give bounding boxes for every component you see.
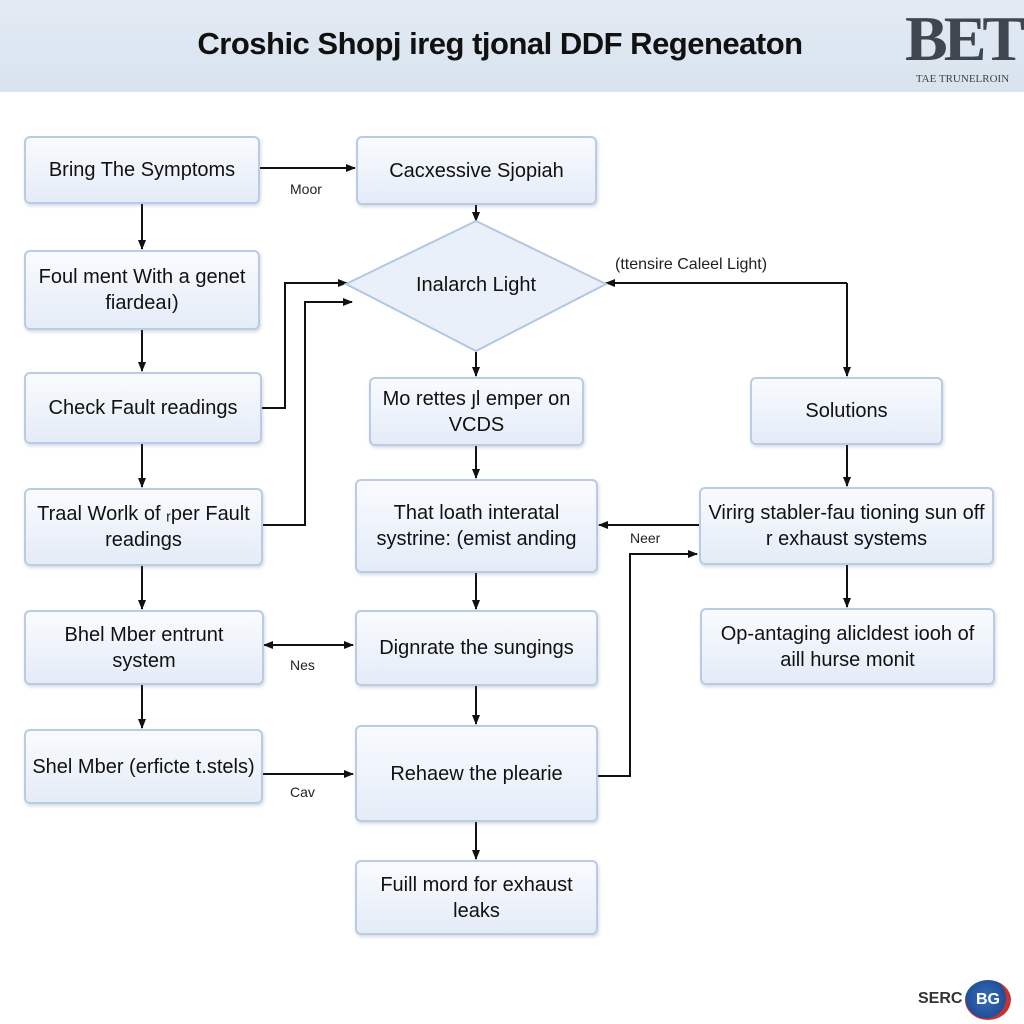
node-rehaew: Rehaew the plearie	[355, 725, 598, 822]
logo-subtitle: TAE TRUNELROIN	[915, 73, 1010, 85]
node-dignrate: Dignrate the sungings	[355, 610, 598, 686]
edge-label-neer: Neer	[630, 530, 661, 546]
node-shel-mber: Shel Mber (erficte t.stels)	[24, 729, 263, 804]
badge-logo: BG	[965, 980, 1011, 1020]
logo-mark: BET	[905, 3, 1024, 74]
badge-text: SERC	[918, 990, 963, 1007]
node-fuill-mord: Fuill mord for exhaust leaks	[355, 860, 598, 935]
decision-diamond	[343, 219, 609, 353]
arrow-rehaew-to-virirg	[598, 550, 698, 777]
node-cacxessive: Cacxessive Sjopiah	[356, 136, 597, 205]
node-mo-rettes: Mo rettes ȷl emper on VCDS	[369, 377, 584, 446]
node-virirg: Virirg stabler-fau tioning sun off r exh…	[699, 487, 994, 565]
edge-label-cav: Cav	[290, 784, 315, 800]
arrow-traal-to-inalarch	[263, 298, 353, 526]
page-title: Croshic Shopj ireg tjonal DDF Regeneaton	[197, 26, 803, 61]
node-foul-ment: Foul ment With a genet fiardeaı)	[24, 250, 260, 330]
edge-label-moor: Moor	[290, 181, 322, 197]
edge-label-tensire: (ttensire Caleel Light)	[615, 256, 768, 273]
node-bring-symptoms: Bring The Symptoms	[24, 136, 260, 204]
edge-label-nes: Nes	[290, 657, 315, 673]
node-solutions: Solutions	[750, 377, 943, 445]
footer-badge: SERC BG	[918, 980, 1018, 1020]
node-inalarch-light: Inalarch Light	[415, 273, 537, 296]
title-banner: Croshic Shopj ireg tjonal DDF Regeneaton…	[0, 0, 1024, 92]
node-traal-work: Traal Worlk of ᵣper Fault readings	[24, 488, 263, 566]
node-check-fault: Check Fault readings	[24, 372, 262, 444]
brand-logo: BET TAE TRUNELROIN	[905, 3, 1024, 90]
node-op-antaging: Op-antaging alicldest iooh of aill hurse…	[700, 608, 995, 685]
node-bhel-mber: Bhel Mber entrunt system	[24, 610, 264, 685]
node-that-loath: That loath interatal systrine: (emist an…	[355, 479, 598, 573]
arrow-check-to-inalarch	[262, 279, 348, 409]
